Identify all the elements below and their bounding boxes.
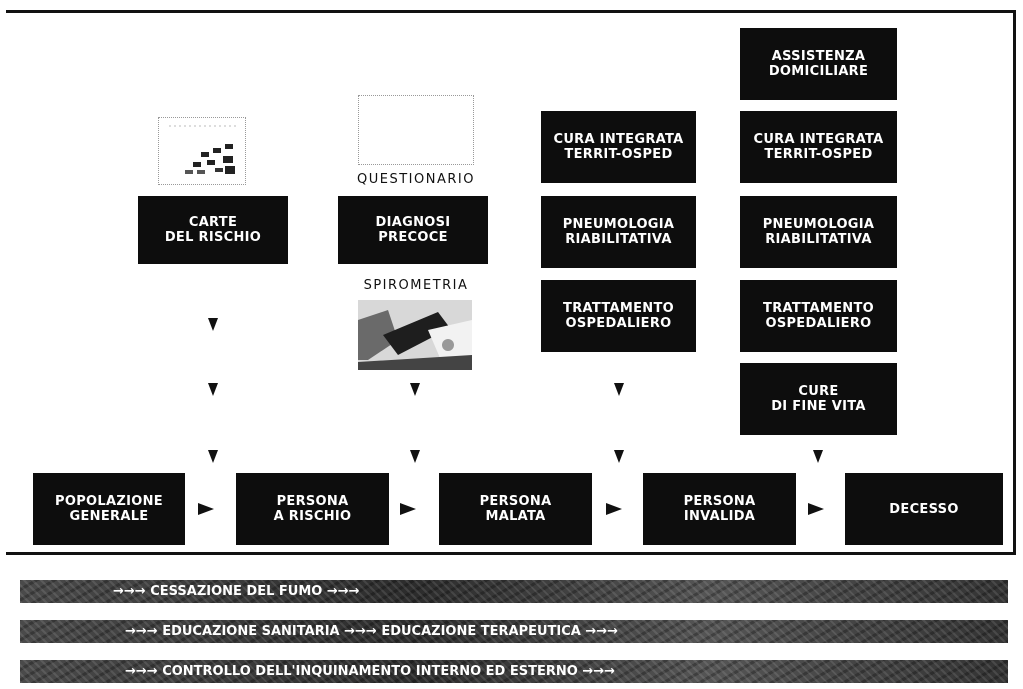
hospital-treatment-box-col4: TRATTAMENTO OSPEDALIERO [740,280,897,352]
spirometry-photo [358,300,472,370]
arrow-down-icon [614,450,624,463]
risk-charts-box: CARTE DEL RISCHIO [138,196,288,264]
stage-person-at-risk: PERSONA A RISCHIO [236,473,389,545]
stage-disabled-person: PERSONA INVALIDA [643,473,796,545]
stage-general-population: POPOLAZIONE GENERALE [33,473,185,545]
pulmonary-rehab-box-col4: PNEUMOLOGIA RIABILITATIVA [740,196,897,268]
end-of-life-care-box: CURE DI FINE VITA [740,363,897,435]
stage-sick-person: PERSONA MALATA [439,473,592,545]
home-care-box: ASSISTENZA DOMICILIARE [740,28,897,100]
hospital-treatment-box-col3: TRATTAMENTO OSPEDALIERO [541,280,696,352]
band-health-education-text: →→→ EDUCAZIONE SANITARIA →→→ EDUCAZIONE … [125,624,619,639]
arrow-right-icon [198,503,214,515]
band-smoking-cessation: →→→ CESSAZIONE DEL FUMO →→→ [20,580,1008,603]
arrow-down-icon [813,450,823,463]
arrow-down-icon [614,383,624,396]
integrated-care-box-col3: CURA INTEGRATA TERRIT-OSPED [541,111,696,183]
spirometer-icon [358,300,472,370]
questionnaire-image [358,95,474,165]
arrow-right-icon [606,503,622,515]
band-smoking-cessation-text: →→→ CESSAZIONE DEL FUMO →→→ [113,584,360,599]
arrow-right-icon [400,503,416,515]
arrow-down-icon [208,383,218,396]
pulmonary-rehab-box-col3: PNEUMOLOGIA RIABILITATIVA [541,196,696,268]
early-diagnosis-box: DIAGNOSI PRECOCE [338,196,488,264]
stage-death: DECESSO [845,473,1003,545]
arrow-down-icon [208,450,218,463]
arrow-right-icon [808,503,824,515]
integrated-care-box-col4: CURA INTEGRATA TERRIT-OSPED [740,111,897,183]
band-pollution-control-text: →→→ CONTROLLO DELL'INQUINAMENTO INTERNO … [125,664,616,679]
arrow-down-icon [410,450,420,463]
risk-charts-image [158,117,246,185]
band-pollution-control: →→→ CONTROLLO DELL'INQUINAMENTO INTERNO … [20,660,1008,683]
arrow-down-icon [410,383,420,396]
spirometry-label: SPIROMETRIA [363,278,469,293]
questionnaire-label: QUESTIONARIO [357,172,475,187]
band-health-education: →→→ EDUCAZIONE SANITARIA →→→ EDUCAZIONE … [20,620,1008,643]
risk-chart-thumbnail-icon [169,125,239,174]
arrow-down-icon [208,318,218,331]
